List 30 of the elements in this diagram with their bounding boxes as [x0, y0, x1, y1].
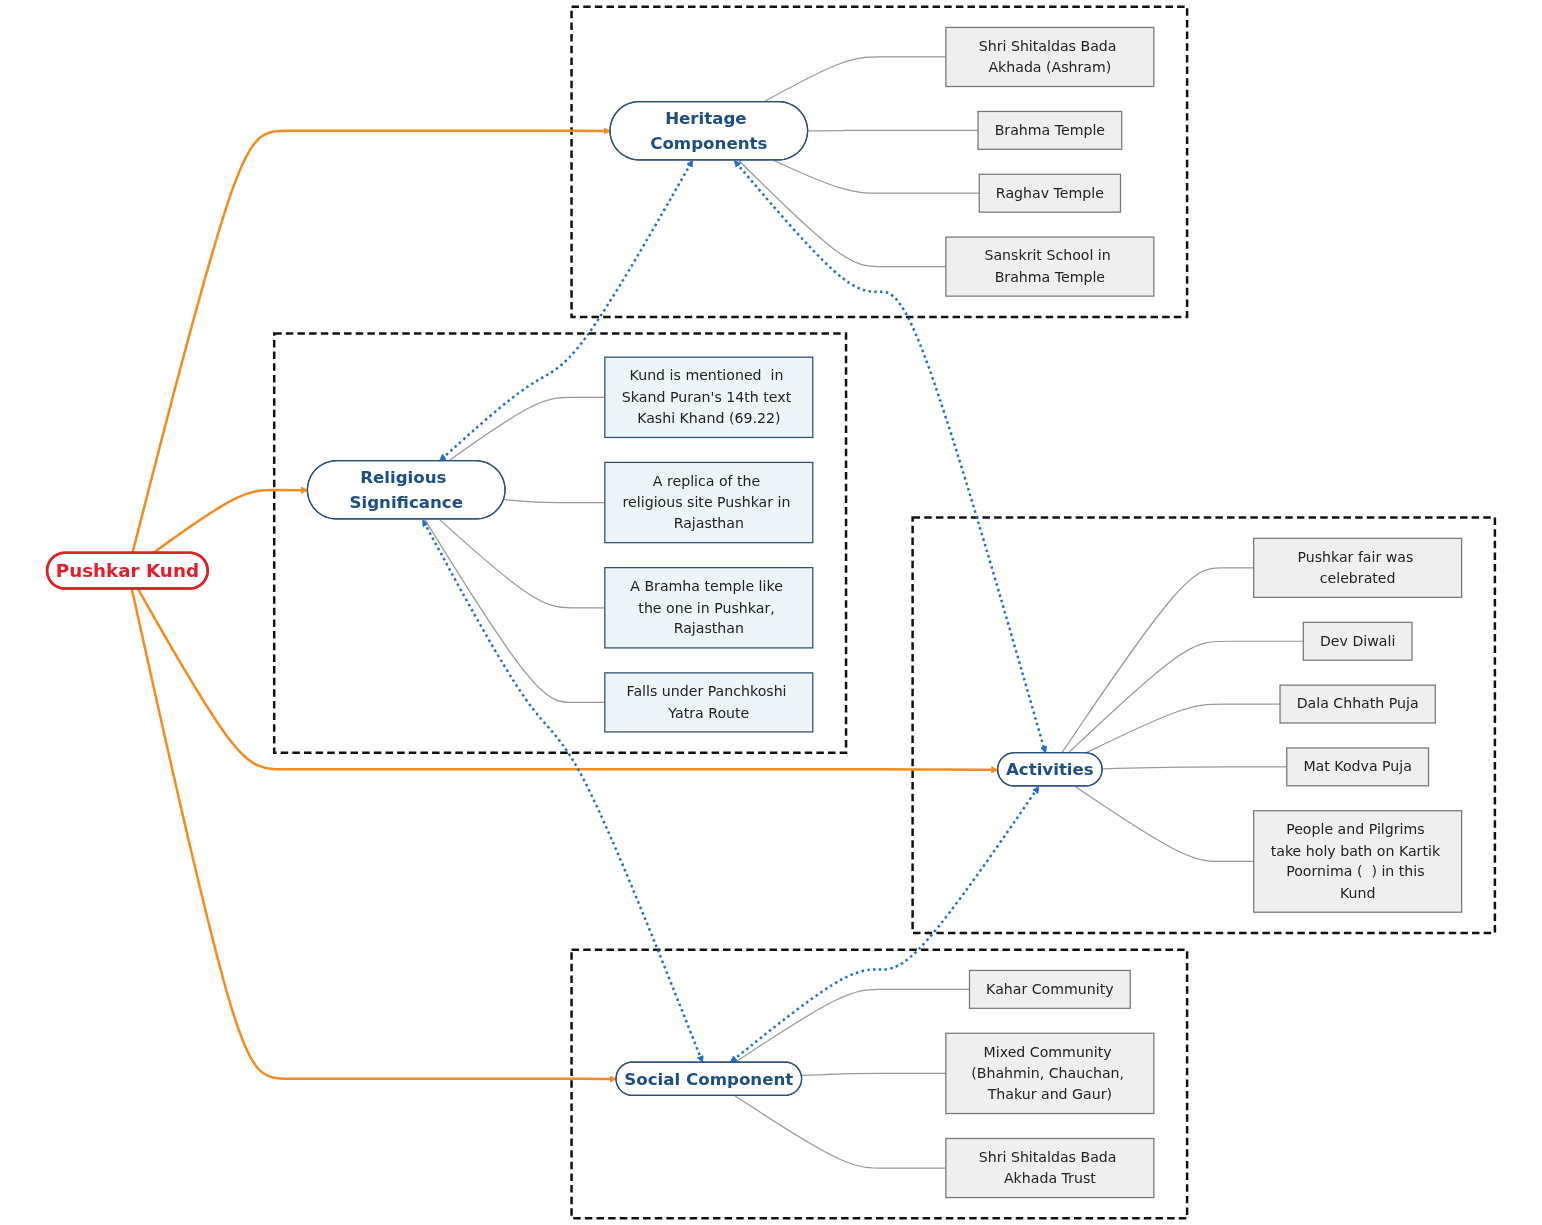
node-box: Brahma Temple: [977, 110, 1123, 150]
node-box: Raghav Temple: [978, 173, 1122, 213]
node-box: Shri Shitaldas Bada Akhada Trust: [945, 1137, 1155, 1199]
connector: [1067, 640, 1304, 754]
node-box: Shri Shitaldas Bada Akhada (Ashram): [945, 26, 1155, 88]
cluster: [272, 332, 848, 754]
node-box: Kund is mentioned in Skand Puran's 14th text Kashi Khand (69.22): [604, 356, 814, 439]
arrow: [130, 588, 617, 1083]
node-box: Kahar Community: [968, 969, 1131, 1009]
node-box: Mat Kodva Puja: [1286, 747, 1430, 787]
node-box: People and Pilgrims take holy bath on Kartik Poornima ( ) in this Kund: [1253, 810, 1463, 913]
connector: [772, 159, 980, 194]
cluster: [570, 5, 1189, 319]
cluster: [911, 516, 1497, 935]
cluster: [570, 948, 1189, 1220]
node-box: Pushkar fair was celebrated: [1253, 537, 1463, 598]
node-box: Dala Chhath Puja: [1279, 684, 1436, 724]
arrow: [733, 160, 1048, 754]
arrow: [136, 588, 999, 774]
node-box: Mixed Community (Bhahmin, Chauchan, Thakur and Gaur): [945, 1032, 1155, 1115]
arrow: [730, 786, 1040, 1063]
connector: [807, 129, 979, 132]
node-box: A Bramha temple like the one in Pushkar, Rajasthan: [604, 567, 814, 649]
arrow: [422, 519, 704, 1063]
arrow: [439, 159, 693, 462]
node-box: Sanskrit School in Brahma Temple: [945, 236, 1155, 297]
node-box: Falls under Panchkoshi Yatra Route: [604, 672, 814, 733]
node-box: A replica of the religious site Pushkar in Rajasthan: [604, 461, 814, 544]
connector: [1084, 703, 1281, 754]
node-box: Dev Diwali: [1302, 621, 1413, 661]
